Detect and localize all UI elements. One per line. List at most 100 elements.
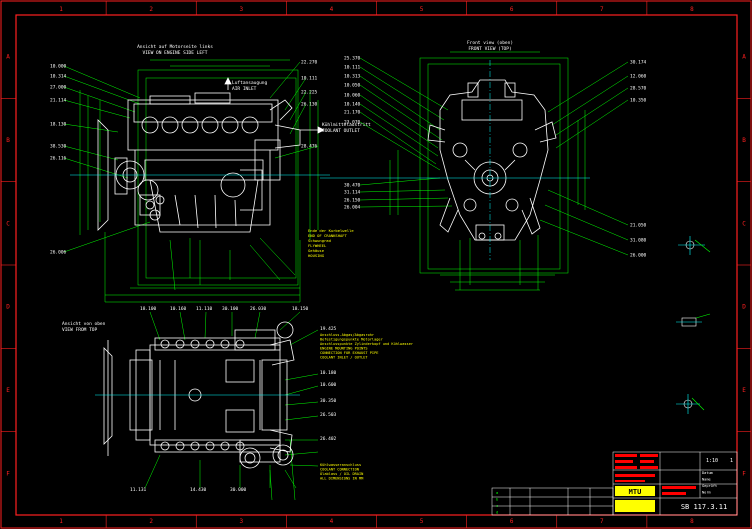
frame-zone-letter: F bbox=[742, 470, 746, 477]
side-view-note: Gehäuse bbox=[308, 248, 325, 253]
part-number-label: 10.050 bbox=[344, 83, 361, 89]
frame-zone-letter: A bbox=[6, 54, 10, 61]
part-number-label: 10.180 bbox=[320, 370, 337, 376]
frame-zone-letter: C bbox=[6, 220, 10, 227]
frame-zone-number: 1 bbox=[59, 6, 63, 13]
part-number-label: 10.160 bbox=[170, 306, 187, 312]
side-view-note: FLYWHEEL bbox=[308, 243, 327, 248]
revision-row-letter: c bbox=[496, 503, 498, 508]
part-number-label: 10.313 bbox=[344, 74, 361, 80]
side-view bbox=[63, 59, 330, 303]
sheet-number: 1 bbox=[730, 458, 733, 464]
frame-zone-letter: B bbox=[6, 137, 10, 144]
air-inlet-label-en: AIR INLET bbox=[232, 86, 257, 92]
part-number-label: 31.080 bbox=[630, 238, 647, 244]
part-number-label: 23.070 bbox=[344, 120, 361, 126]
top-view bbox=[95, 311, 319, 501]
side-view-title: Ansicht auf Motorseite links bbox=[137, 44, 213, 50]
front-view-labels-left: 25.37010.11110.31310.05010.06010.14021.1… bbox=[344, 56, 361, 211]
part-number-label: 25.370 bbox=[344, 56, 361, 62]
revision-row-letter: b bbox=[496, 497, 499, 502]
part-number-label: 21.050 bbox=[630, 223, 647, 229]
bottom-note: Kühlwasseranschluss bbox=[320, 463, 361, 467]
top-view-note: CONNECTION FOR EXHAUST PIPE bbox=[320, 351, 378, 355]
part-number-label: 10.060 bbox=[344, 93, 361, 99]
top-view-subtitle: VIEW FROM TOP bbox=[62, 327, 98, 333]
frame-zone-number: 6 bbox=[510, 6, 514, 13]
part-number-label: 28.570 bbox=[630, 86, 647, 92]
frame-zone-number: 2 bbox=[149, 6, 153, 13]
part-number-label: 27.000 bbox=[50, 85, 67, 91]
part-number-label: 22.225 bbox=[301, 90, 318, 96]
frame-zone-letter: C bbox=[742, 220, 746, 227]
side-view-note: Schwungrad bbox=[308, 238, 331, 243]
title-block-field-label: Geprüft bbox=[702, 484, 717, 488]
title-block-field-label: Name bbox=[702, 478, 711, 482]
frame-zone-number: 4 bbox=[330, 518, 334, 525]
part-number-label: 10.140 bbox=[344, 102, 361, 108]
part-number-label: 10.600 bbox=[320, 382, 337, 388]
part-number-label: 26.402 bbox=[320, 436, 337, 442]
part-number-label: 26.004 bbox=[344, 205, 361, 211]
part-number-label: 26.130 bbox=[301, 102, 318, 108]
side-view-note: HOUSING bbox=[308, 253, 325, 258]
part-number-label: 22.270 bbox=[301, 60, 318, 66]
frame-zone-letter: D bbox=[742, 304, 746, 311]
frame-zone-number: 8 bbox=[690, 6, 694, 13]
frame-zone-letter: A bbox=[742, 54, 746, 61]
bottom-note: ALL DIMENSIONS IN MM bbox=[320, 477, 364, 481]
drawing-number: SB 117.3.11 bbox=[681, 503, 727, 511]
title-block-field-label: Datum bbox=[702, 471, 713, 475]
revision-row-letter: a bbox=[496, 490, 498, 495]
part-number-label: 30.000 bbox=[230, 487, 247, 493]
side-view-note: END OF CRANKSHAFT bbox=[308, 233, 348, 238]
part-number-label: 10.000 bbox=[50, 64, 67, 70]
frame-zone-number: 7 bbox=[600, 6, 604, 13]
frame-zone-letter: E bbox=[742, 387, 746, 394]
part-number-label: 11.131 bbox=[130, 487, 147, 493]
frame-zone-letter: D bbox=[6, 304, 10, 311]
frame-zone-letter: B bbox=[742, 137, 746, 144]
frame-zone-number: 5 bbox=[420, 6, 424, 13]
top-view-notes: Anschluss-Abgas/AbgasrohrBefestigungspun… bbox=[320, 333, 414, 360]
side-view-labels-left: 10.00010.31427.00021.11418.13038.53026.1… bbox=[50, 64, 67, 256]
bottom-note: COOLANT CONNECTION bbox=[320, 468, 359, 472]
bottom-note: Ölablass / OIL DRAIN bbox=[320, 471, 363, 476]
part-number-label: 10.350 bbox=[630, 98, 647, 104]
frame-zone-number: 5 bbox=[420, 518, 424, 525]
side-view-note: Ende der Kurbelwelle bbox=[308, 228, 354, 233]
frame-zone-number: 3 bbox=[240, 6, 244, 13]
part-number-label: 26.503 bbox=[320, 412, 337, 418]
front-view-subtitle: FRONT VIEW (TOP) bbox=[468, 46, 511, 52]
front-view-labels-right: 30.17412.06028.57010.35021.05031.08026.0… bbox=[630, 60, 647, 259]
part-number-label: 18.130 bbox=[50, 122, 67, 128]
part-number-label: 26.006 bbox=[50, 250, 67, 256]
frame-zone-number: 4 bbox=[330, 6, 334, 13]
part-number-label: 26.116 bbox=[50, 156, 67, 162]
part-number-label: 19.425 bbox=[320, 326, 337, 332]
part-number-label: 14.430 bbox=[190, 487, 207, 493]
part-number-label: 12.060 bbox=[630, 74, 647, 80]
part-number-label: 21.114 bbox=[50, 98, 67, 104]
frame-zone-number: 6 bbox=[510, 518, 514, 525]
frame-zone-number: 1 bbox=[59, 518, 63, 525]
frame-zone-number: 2 bbox=[149, 518, 153, 525]
top-view-note: Anschluss-Abgas/Abgasrohr bbox=[320, 333, 375, 337]
part-number-label: 10.111 bbox=[301, 76, 318, 82]
top-view-note: Anschlusspunkte Zylinderkopf und Kühlwas… bbox=[320, 342, 414, 346]
part-number-label: 30.350 bbox=[320, 398, 337, 404]
part-number-label: 10.314 bbox=[50, 74, 67, 80]
part-number-label: 31.114 bbox=[344, 190, 361, 196]
part-number-label: 26.000 bbox=[630, 253, 647, 259]
side-view-subtitle: VIEW ON ENGINE SIDE LEFT bbox=[142, 50, 207, 56]
top-view-note: COOLANT INLET / OUTLET bbox=[320, 356, 368, 360]
frame-zone-number: 8 bbox=[690, 518, 694, 525]
